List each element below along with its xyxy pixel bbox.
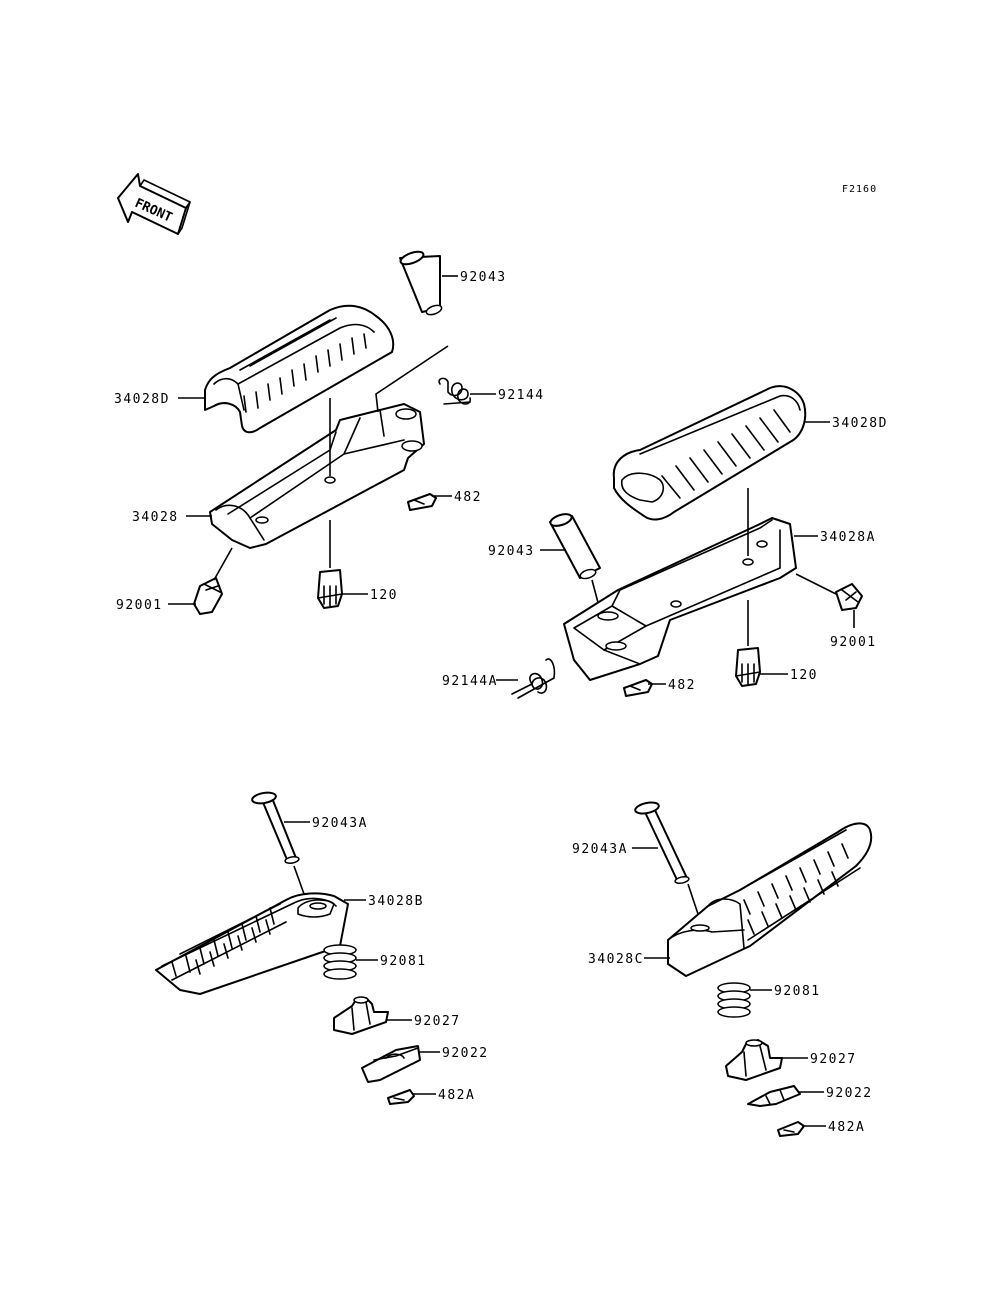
callout-bl-92081: 92081 bbox=[380, 954, 427, 969]
bolt-120-tl bbox=[317, 569, 343, 609]
bottom-left-assembly bbox=[155, 791, 440, 1105]
pin-92043-tl bbox=[399, 250, 443, 316]
bracket-92027-bl bbox=[333, 996, 389, 1035]
callout-tr-92144a: 92144A bbox=[442, 674, 498, 689]
callout-tr-120: 120 bbox=[790, 668, 818, 683]
bottom-right-assembly bbox=[632, 801, 873, 1137]
front-arrow-icon: FRONT bbox=[117, 173, 191, 235]
callout-tl-120: 120 bbox=[370, 588, 398, 603]
spring-92081-bl bbox=[323, 944, 357, 980]
callout-br-482a: 482A bbox=[828, 1120, 865, 1135]
callout-tr-34028d: 34028D bbox=[832, 416, 888, 431]
callout-tr-482: 482 bbox=[668, 678, 696, 693]
pin-92043a-bl bbox=[251, 791, 300, 864]
spring-92144a-tr bbox=[511, 658, 556, 699]
bolt-120-tr bbox=[735, 647, 761, 687]
callout-tr-92043: 92043 bbox=[488, 544, 535, 559]
pin-92043a-br bbox=[634, 801, 690, 885]
callout-tl-34028d: 34028D bbox=[114, 392, 170, 407]
footpeg-34028c-br bbox=[667, 822, 873, 977]
callout-tl-482: 482 bbox=[454, 490, 482, 505]
top-right-assembly bbox=[496, 385, 863, 699]
clip-482-tl bbox=[407, 493, 437, 511]
callout-tr-34028a: 34028A bbox=[820, 530, 876, 545]
callout-br-92027: 92027 bbox=[810, 1052, 857, 1067]
rubber-34028d-tl bbox=[204, 304, 395, 434]
callout-tl-92001: 92001 bbox=[116, 598, 163, 613]
pin-92043-tr bbox=[549, 513, 601, 580]
callout-bl-92022: 92022 bbox=[442, 1046, 489, 1061]
bracket-34028-tl bbox=[209, 403, 425, 549]
callout-bl-92043a: 92043A bbox=[312, 816, 368, 831]
diagram-code: F2160 bbox=[842, 184, 877, 195]
clip-482a-br bbox=[777, 1121, 805, 1137]
clip-482a-bl bbox=[387, 1089, 415, 1105]
callout-tr-92001: 92001 bbox=[830, 635, 877, 650]
callout-bl-482a: 482A bbox=[438, 1088, 475, 1103]
top-left-assembly bbox=[168, 250, 496, 615]
callout-br-92043a: 92043A bbox=[572, 842, 628, 857]
rubber-34028d-tr bbox=[612, 385, 807, 521]
plate-92022-br bbox=[747, 1085, 801, 1107]
footpeg-34028b-bl bbox=[155, 892, 349, 995]
callout-br-34028c: 34028C bbox=[588, 952, 644, 967]
callout-tl-92144: 92144 bbox=[498, 388, 545, 403]
bolt-92001-tl bbox=[193, 577, 223, 615]
callout-tl-92043: 92043 bbox=[460, 270, 507, 285]
callout-tl-34028: 34028 bbox=[132, 510, 179, 525]
spring-92081-br bbox=[717, 982, 751, 1018]
plate-92022-bl bbox=[361, 1045, 421, 1083]
bolt-92001-tr bbox=[835, 583, 863, 611]
bracket-34028a-tr bbox=[563, 517, 797, 681]
callout-br-92081: 92081 bbox=[774, 984, 821, 999]
spring-92144-tl bbox=[438, 377, 471, 405]
bracket-92027-br bbox=[725, 1039, 783, 1081]
callout-bl-34028b: 34028B bbox=[368, 894, 424, 909]
callout-br-92022: 92022 bbox=[826, 1086, 873, 1101]
clip-482-tr bbox=[623, 679, 653, 697]
callout-bl-92027: 92027 bbox=[414, 1014, 461, 1029]
